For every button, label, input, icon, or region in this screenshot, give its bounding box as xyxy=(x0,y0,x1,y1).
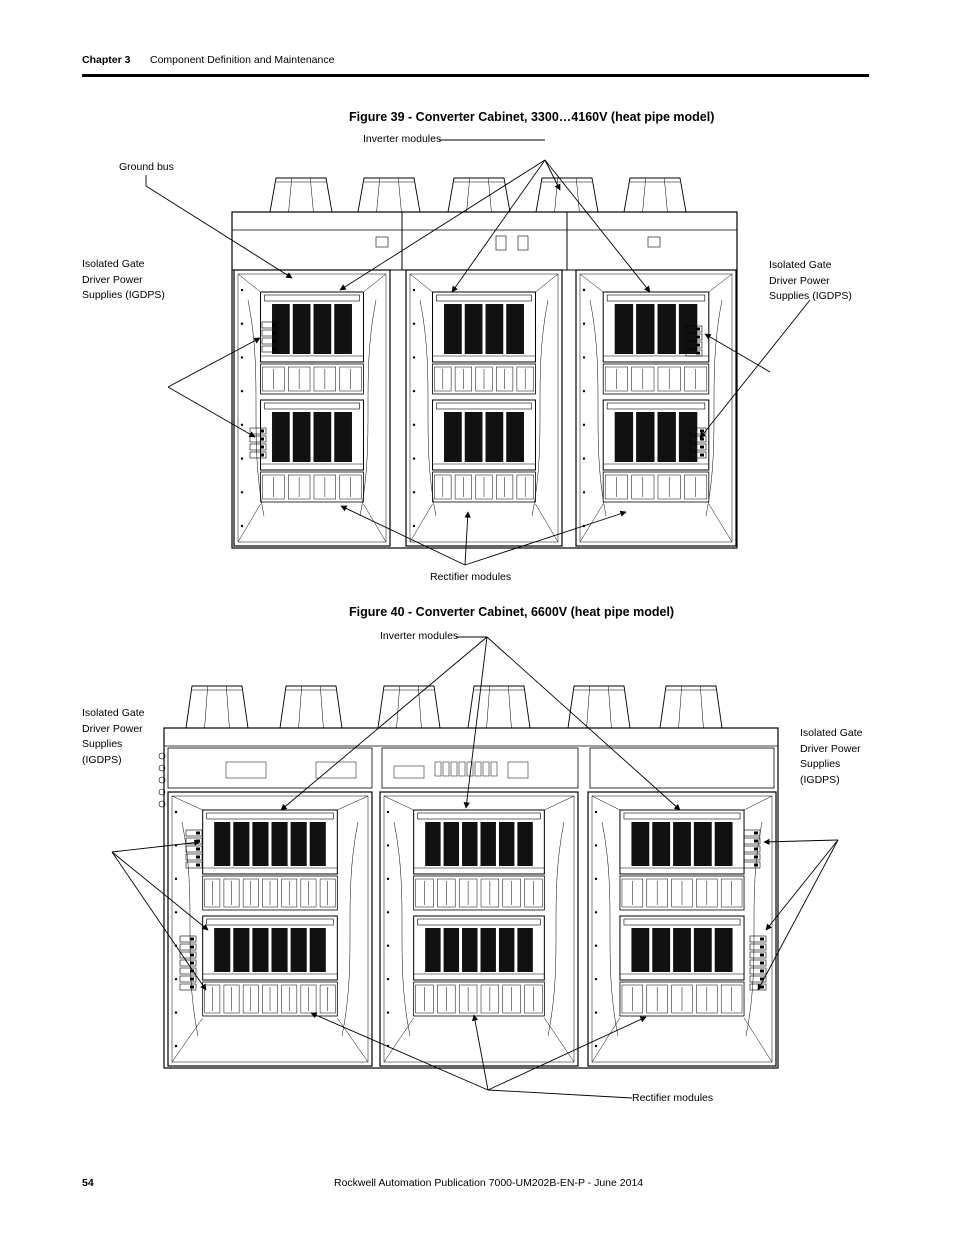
heat-pipe-fan-housing xyxy=(447,177,511,213)
callout-arrow xyxy=(111,851,207,991)
cabinet-bay xyxy=(405,269,563,547)
callout-arrow xyxy=(111,851,209,931)
cabinet-bay xyxy=(587,791,777,1067)
inverter-module-stack xyxy=(413,809,545,875)
fig40-igdps-left-label: Isolated Gate Driver Power Supplies (IGD… xyxy=(82,707,145,766)
rectifier-module-row xyxy=(602,471,710,503)
fig39-igdps-left-label: Isolated Gate Driver Power Supplies (IGD… xyxy=(82,258,165,301)
fig40-igdps-right-label: Isolated Gate Driver Power Supplies (IGD… xyxy=(800,727,863,786)
callout-line xyxy=(487,1089,633,1099)
rectifier-module-row xyxy=(432,471,536,503)
igdps-left-lower xyxy=(179,935,197,991)
inverter-module-stack xyxy=(260,291,364,363)
gate-driver-row xyxy=(202,875,338,911)
fig39-rectifier-label: Rectifier modules xyxy=(430,571,512,583)
igdps-right-upper xyxy=(685,325,703,357)
converter-cabinet-3300-4160v xyxy=(231,177,738,549)
callout-arrow xyxy=(487,1016,647,1091)
cabinet-bay xyxy=(379,791,579,1067)
chapter-title: Component Definition and Maintenance xyxy=(150,54,335,66)
header-rule xyxy=(82,74,869,77)
inverter-module-stack xyxy=(413,915,545,981)
callout-arrow xyxy=(699,299,811,439)
inverter-module-stack xyxy=(260,399,364,471)
heat-pipe-fan-housing xyxy=(185,685,249,729)
igdps-left-lower xyxy=(249,427,267,459)
heat-pipe-fan-housing xyxy=(467,685,531,729)
callout-arrow xyxy=(111,839,201,853)
callout-arrow xyxy=(704,333,771,373)
gate-driver-row xyxy=(260,363,364,395)
cabinet-bay xyxy=(167,791,373,1067)
rectifier-module-row xyxy=(413,981,545,1017)
heat-pipe-fan-housing xyxy=(377,685,441,729)
fig39-ground-bus-label: Ground bus xyxy=(119,161,174,173)
callout-arrow xyxy=(757,839,839,991)
callout-arrow xyxy=(471,1014,489,1091)
gate-driver-row xyxy=(619,875,745,911)
callout-arrow xyxy=(451,159,546,293)
igdps-left-upper xyxy=(185,829,203,869)
fig39-inverter-label: Inverter modules xyxy=(363,133,442,145)
callout-arrow xyxy=(464,511,471,566)
rectifier-module-row xyxy=(260,471,364,503)
callout-arrow xyxy=(167,386,256,438)
heat-pipe-fan-housing xyxy=(535,177,599,213)
callout-leader-lines xyxy=(111,139,839,1099)
inverter-module-stack xyxy=(619,915,745,981)
chapter-label: Chapter 3 xyxy=(82,54,131,66)
callout-arrow xyxy=(145,185,293,279)
inverter-module-stack xyxy=(619,809,745,875)
inverter-module-stack xyxy=(432,399,536,471)
inverter-module-stack xyxy=(432,291,536,363)
fig39-igdps-right-label: Isolated Gate Driver Power Supplies (IGD… xyxy=(769,259,852,302)
callout-arrow xyxy=(167,337,261,388)
publication-info: Rockwell Automation Publication 7000-UM2… xyxy=(334,1177,644,1189)
callout-arrow xyxy=(464,510,627,566)
page-number: 54 xyxy=(82,1177,94,1189)
callout-arrow xyxy=(544,159,561,191)
heat-pipe-fan-housing xyxy=(269,177,333,213)
gate-driver-row xyxy=(432,363,536,395)
fig40-inverter-label: Inverter modules xyxy=(380,630,459,642)
callout-arrow xyxy=(280,636,488,811)
inverter-module-stack xyxy=(202,915,338,981)
callout-arrow xyxy=(544,159,651,293)
figure-40-caption: Figure 40 - Converter Cabinet, 6600V (he… xyxy=(349,605,675,619)
callout-arrow xyxy=(486,636,681,811)
gate-driver-row xyxy=(413,875,545,911)
heat-pipe-fan-housing xyxy=(357,177,421,213)
rectifier-module-row xyxy=(619,981,745,1017)
igdps-left-upper xyxy=(261,321,279,353)
callout-arrow xyxy=(463,636,488,809)
callout-arrow xyxy=(310,1012,489,1091)
callout-arrow xyxy=(340,505,466,566)
callout-arrow xyxy=(763,838,839,845)
heat-pipe-fan-housing xyxy=(567,685,631,729)
figure-39-caption: Figure 39 - Converter Cabinet, 3300…4160… xyxy=(349,110,715,124)
cabinet-bay xyxy=(575,269,737,547)
converter-cabinet-6600v xyxy=(158,685,779,1069)
heat-pipe-fan-housing xyxy=(279,685,343,729)
igdps-right-upper xyxy=(743,829,761,869)
igdps-right-lower xyxy=(749,935,767,991)
inverter-module-stack xyxy=(602,399,710,471)
gate-driver-row xyxy=(602,363,710,395)
fig40-rectifier-label: Rectifier modules xyxy=(632,1092,714,1104)
page-header: Chapter 3 Component Definition and Maint… xyxy=(82,54,334,66)
inverter-module-stack xyxy=(602,291,710,363)
callout-arrow xyxy=(765,839,839,931)
rectifier-module-row xyxy=(202,981,338,1017)
heat-pipe-fan-housing xyxy=(659,685,723,729)
callout-arrow xyxy=(339,159,546,291)
inverter-module-stack xyxy=(202,809,338,875)
cabinet-bay xyxy=(233,269,391,547)
heat-pipe-fan-housing xyxy=(623,177,687,213)
